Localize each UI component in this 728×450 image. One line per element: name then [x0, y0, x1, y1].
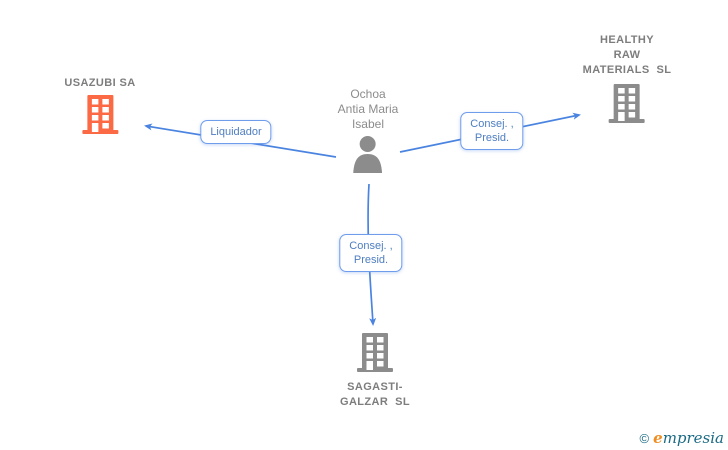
company-name-usazubi: USAZUBI SA — [64, 77, 136, 89]
company-name-sagasti-galzar: SAGASTI- GALZAR SL — [340, 381, 410, 408]
relation-label-consej-presid-sagasti: Consej. , Presid. — [339, 234, 403, 272]
company-node-usazubi[interactable]: USAZUBI SA — [64, 76, 135, 135]
copyright-icon: © — [639, 431, 650, 446]
company-name-healthy-raw-materials: HEALTHY RAW MATERIALS SL — [582, 34, 672, 76]
person-icon — [350, 135, 386, 173]
building-icon-orange — [81, 95, 119, 135]
relation-label-consej-presid-healthy: Consej. , Presid. — [460, 112, 524, 150]
person-node[interactable]: Ochoa Antia Maria Isabel — [337, 87, 399, 173]
empresia-logo-rest: mpresia — [662, 429, 724, 447]
empresia-logo-e: e — [653, 429, 663, 447]
person-name: Ochoa Antia Maria Isabel — [337, 87, 399, 131]
relation-label-liquidador: Liquidador — [200, 120, 272, 144]
building-icon-gray — [356, 333, 394, 373]
company-node-healthy-raw-materials[interactable]: HEALTHY RAW MATERIALS SL — [583, 33, 672, 124]
empresia-logo: © empresia — [640, 429, 724, 447]
company-node-sagasti-galzar[interactable]: SAGASTI- GALZAR SL — [340, 333, 410, 410]
empresia-wordmark: empresia — [653, 429, 724, 447]
building-icon-gray — [608, 84, 646, 124]
